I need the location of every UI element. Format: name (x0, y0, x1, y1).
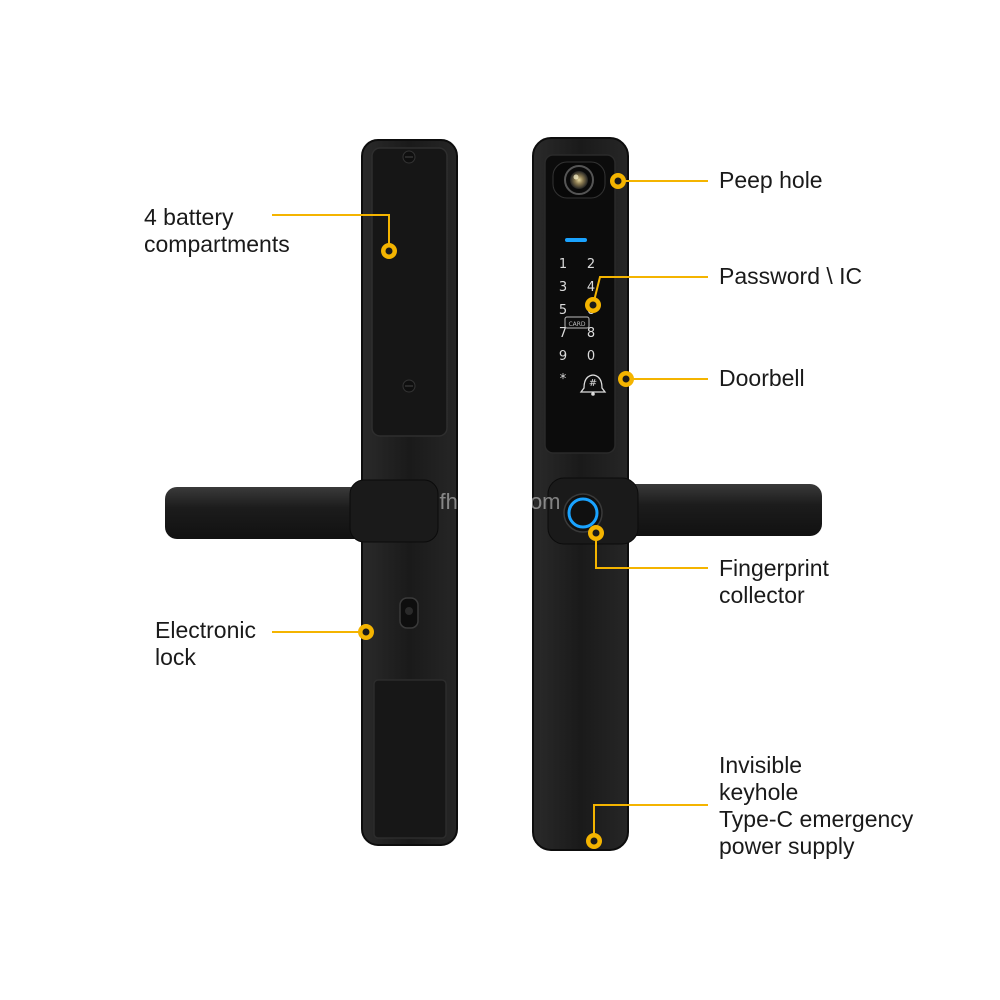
callout-keyhole-line-4: power supply (719, 833, 855, 859)
callout-electronic-lock-line-2: lock (155, 644, 196, 670)
camera-lens-icon (564, 165, 594, 195)
callout-fingerprint: Fingerprint collector (719, 555, 829, 609)
keypad-key[interactable]: 1 (559, 257, 567, 272)
bell-icon (579, 374, 607, 396)
callout-password: Password \ IC (719, 263, 862, 290)
status-indicator (565, 238, 587, 242)
interior-handle (165, 479, 439, 543)
keypad-key[interactable]: 8 (587, 326, 595, 341)
callout-peep-hole: Peep hole (719, 167, 823, 194)
callout-keyhole-leader (586, 804, 708, 849)
callout-fingerprint-line-2: collector (719, 582, 805, 608)
callout-battery-line-1: 4 battery (144, 204, 234, 230)
callout-peep-hole-leader (610, 173, 708, 189)
callout-fingerprint-leader (588, 525, 708, 569)
callout-battery: 4 battery compartments (144, 204, 290, 258)
callout-password-line-1: Password \ IC (719, 263, 863, 289)
exterior-handle (547, 477, 822, 545)
fingerprint-sensor-icon (563, 493, 603, 533)
callout-electronic-lock-line-1: Electronic (155, 617, 256, 643)
callout-password-leader (585, 276, 708, 313)
keypad-key[interactable]: 7 (559, 326, 567, 341)
callout-peep-hole-line-1: Peep hole (719, 167, 823, 193)
keypad-key[interactable]: * (560, 372, 567, 387)
keypad-key[interactable]: 5 (559, 303, 567, 318)
keypad-key[interactable]: 2 (587, 257, 595, 272)
watermark-text: fhsmart.com (439, 489, 560, 514)
callout-fingerprint-line-1: Fingerprint (719, 555, 829, 581)
callout-keyhole-line-2: keyhole (719, 779, 799, 805)
callout-keyhole: Invisible keyhole Type-C emergency power… (719, 752, 913, 860)
callout-electronic-lock-leader (272, 624, 374, 640)
callout-doorbell-line-1: Doorbell (719, 365, 805, 391)
screw-icon (402, 150, 416, 164)
screw-icon (402, 379, 416, 393)
callout-electronic-lock: Electronic lock (155, 617, 256, 671)
keypad-key[interactable]: 4 (587, 280, 595, 295)
callout-keyhole-line-3: Type-C emergency (719, 806, 914, 832)
keypad-key[interactable]: 3 (559, 280, 567, 295)
card-icon: CARD (564, 316, 590, 329)
callout-doorbell: Doorbell (719, 365, 805, 392)
card-label: CARD (568, 321, 585, 328)
callout-doorbell-leader (618, 371, 708, 387)
callout-keyhole-line-1: Invisible (719, 752, 803, 778)
battery-cover (371, 147, 448, 437)
callout-battery-leader (272, 214, 397, 259)
keypad-key[interactable]: # (589, 378, 597, 389)
keypad-key[interactable]: 9 (559, 349, 567, 364)
callout-battery-line-2: compartments (144, 231, 290, 257)
keypad-key[interactable]: 0 (587, 349, 595, 364)
